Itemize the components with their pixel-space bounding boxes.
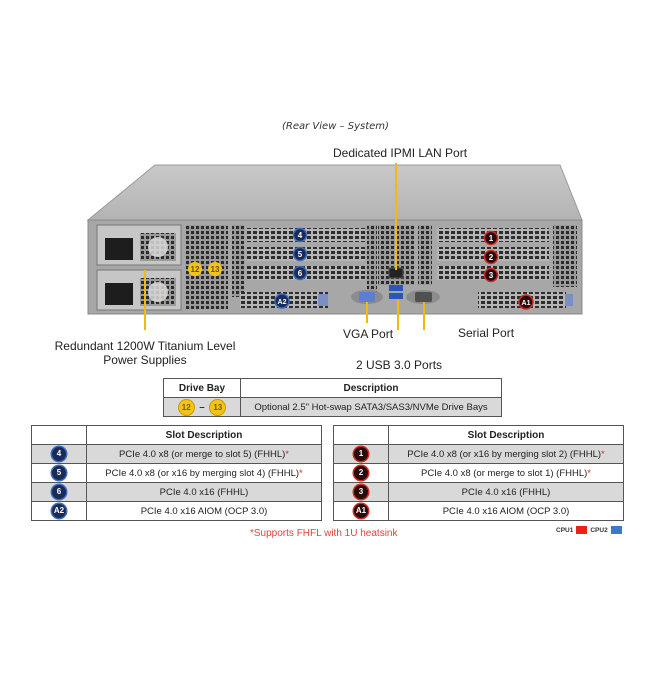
svg-text:13: 13 bbox=[211, 265, 220, 274]
svg-text:A1: A1 bbox=[522, 300, 531, 307]
slot-description: PCIe 4.0 x16 AIOM (OCP 3.0) bbox=[442, 505, 570, 517]
drive-bay-range: 12 – 13 bbox=[163, 397, 241, 417]
legend-swatch-cpu1 bbox=[576, 526, 588, 534]
cpu1-slot-table: Slot Description 1 PCIe 4.0 x8 (or x16 b… bbox=[333, 425, 624, 521]
slot-badge: A2 bbox=[52, 504, 66, 518]
description-header: Description bbox=[240, 378, 502, 398]
slot-header-blank bbox=[31, 425, 87, 445]
slot-description: PCIe 4.0 x8 (or x16 by merging slot 4) (… bbox=[105, 467, 300, 479]
slot-description: PCIe 4.0 x16 (FHHL) bbox=[461, 486, 551, 498]
usb-ports-label: 2 USB 3.0 Ports bbox=[356, 358, 443, 372]
svg-text:5: 5 bbox=[298, 250, 303, 259]
drive-bay-badge-12: 12 bbox=[188, 262, 202, 276]
vga-port-label: VGA Port bbox=[343, 327, 394, 341]
usb-port-2 bbox=[389, 293, 403, 299]
slot-badge: 5 bbox=[52, 466, 66, 480]
callout-lines bbox=[144, 163, 452, 330]
range-dash: – bbox=[199, 401, 205, 413]
svg-text:2: 2 bbox=[489, 253, 494, 262]
cpu2-slot-table: Slot Description 4 PCIe 4.0 x8 (or merge… bbox=[31, 425, 322, 521]
legend-label-cpu1: CPU1 bbox=[556, 526, 574, 534]
power-supply-1 bbox=[96, 224, 182, 266]
svg-text:6: 6 bbox=[298, 269, 303, 278]
legend-label-cpu2: CPU2 bbox=[590, 526, 608, 534]
table-row: 6 PCIe 4.0 x16 (FHHL) bbox=[31, 482, 322, 502]
slot-badge: 2 bbox=[354, 466, 368, 480]
serial-port bbox=[406, 290, 440, 304]
cpu-legend: CPU1 CPU2 bbox=[556, 526, 622, 534]
slot-description-header: Slot Description bbox=[388, 425, 624, 445]
serial-port-label: Serial Port bbox=[458, 326, 515, 340]
table-row: 5 PCIe 4.0 x8 (or x16 by merging slot 4)… bbox=[31, 463, 322, 483]
chassis-top bbox=[86, 164, 583, 221]
slot-badge: 6 bbox=[52, 485, 66, 499]
table-row: A1 PCIe 4.0 x16 AIOM (OCP 3.0) bbox=[333, 501, 624, 521]
footnote-marker: * bbox=[285, 448, 289, 460]
vga-port bbox=[351, 290, 383, 304]
legend-swatch-cpu2 bbox=[610, 526, 622, 534]
svg-text:4: 4 bbox=[298, 231, 303, 240]
table-row: 4 PCIe 4.0 x8 (or merge to slot 5) (FHHL… bbox=[31, 444, 322, 464]
slot-badge: A1 bbox=[354, 504, 368, 518]
psu-label: Redundant 1200W Titanium Level Power Sup… bbox=[40, 339, 250, 367]
drive-bay-badge: 12 bbox=[178, 399, 194, 415]
slot-badge-a2: A2 bbox=[274, 293, 290, 309]
psu-label-line1: Redundant 1200W Titanium Level bbox=[54, 339, 236, 353]
slot-badge-6: 6 bbox=[292, 265, 308, 281]
footnote-marker: * bbox=[601, 448, 605, 460]
slot-header-blank bbox=[333, 425, 389, 445]
drive-bay-badge: 13 bbox=[210, 399, 226, 415]
svg-text:3: 3 bbox=[489, 271, 494, 280]
slot-description: PCIe 4.0 x8 (or x16 by merging slot 2) (… bbox=[407, 448, 602, 460]
slot-badge-1: 1 bbox=[483, 230, 499, 246]
slot-badge: 3 bbox=[354, 485, 368, 499]
table-row: A2 PCIe 4.0 x16 AIOM (OCP 3.0) bbox=[31, 501, 322, 521]
slot-badge: 1 bbox=[354, 447, 368, 461]
drive-bay-table: Drive Bay Description 12 – 13 Optional 2… bbox=[163, 378, 502, 417]
footnote-marker: * bbox=[587, 467, 591, 479]
svg-text:1: 1 bbox=[489, 234, 494, 243]
slot-badge: 4 bbox=[52, 447, 66, 461]
slot-description: PCIe 4.0 x8 (or merge to slot 1) (FHHL) bbox=[420, 467, 588, 479]
slot-description: PCIe 4.0 x8 (or merge to slot 5) (FHHL) bbox=[118, 448, 286, 460]
slot-description: PCIe 4.0 x16 (FHHL) bbox=[159, 486, 249, 498]
slot-description-header: Slot Description bbox=[86, 425, 322, 445]
slot-badge-5: 5 bbox=[292, 246, 308, 262]
table-row: 1 PCIe 4.0 x8 (or x16 by merging slot 2)… bbox=[333, 444, 624, 464]
diagram-caption: (Rear View – System) bbox=[282, 121, 389, 132]
psu-label-line2: Power Supplies bbox=[103, 353, 187, 367]
slot-badge-4: 4 bbox=[292, 227, 308, 243]
drive-bay-header: Drive Bay bbox=[163, 378, 241, 398]
footnote: *Supports FHFL with 1U heatsink bbox=[250, 528, 398, 539]
drive-bay-description: Optional 2.5" Hot-swap SATA3/SAS3/NVMe D… bbox=[240, 397, 502, 417]
drive-bay-badge-13: 13 bbox=[208, 262, 222, 276]
table-row: 3 PCIe 4.0 x16 (FHHL) bbox=[333, 482, 624, 502]
slot-badge-3: 3 bbox=[483, 267, 499, 283]
svg-text:12: 12 bbox=[191, 265, 200, 274]
ipmi-port-label: Dedicated IPMI LAN Port bbox=[333, 146, 468, 160]
server-rear-illustration: 12 13 4 5 6 A2 1 2 3 A1 bbox=[86, 163, 583, 330]
table-row: 2 PCIe 4.0 x8 (or merge to slot 1) (FHHL… bbox=[333, 463, 624, 483]
power-supply-2 bbox=[96, 269, 182, 311]
slot-description: PCIe 4.0 x16 AIOM (OCP 3.0) bbox=[140, 505, 268, 517]
footnote-marker: * bbox=[299, 467, 303, 479]
svg-text:A2: A2 bbox=[278, 299, 287, 306]
slot-badge-2: 2 bbox=[483, 249, 499, 265]
slot-badge-a1: A1 bbox=[518, 294, 534, 310]
usb-port-1 bbox=[389, 285, 403, 291]
